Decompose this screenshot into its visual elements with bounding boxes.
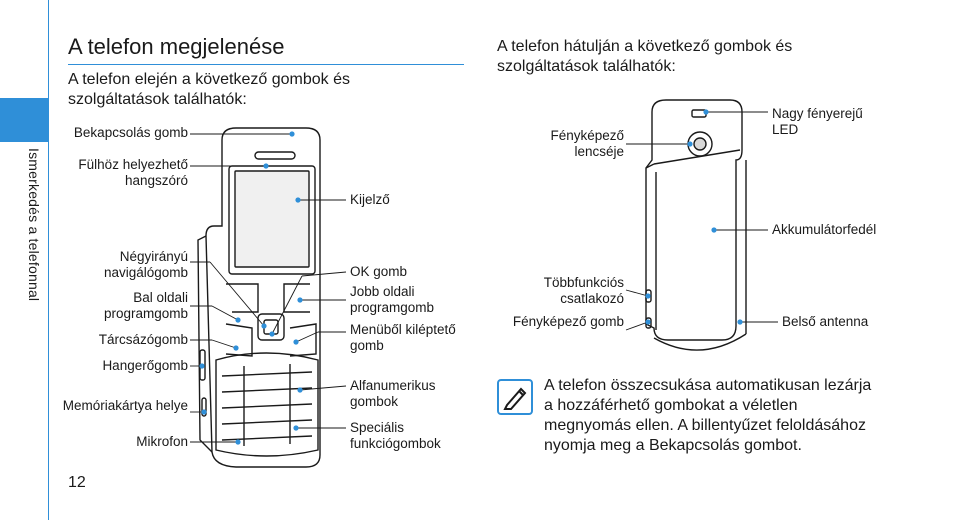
title-rule (68, 64, 464, 65)
page-number: 12 (68, 474, 86, 491)
front-leader-lines (190, 131, 347, 445)
label-camera-lens: Fényképező lencséje (550, 128, 624, 159)
label-internal-antenna: Belső antenna (782, 314, 869, 329)
label-special-function-keys: Speciális funkciógombok (350, 420, 441, 451)
page-title: A telefon megjelenése (68, 34, 285, 59)
note-text: A telefon összecsukása automatikusan lez… (544, 377, 872, 454)
label-alphanumeric-keys: Alfanumerikus gombok (350, 378, 436, 409)
label-power-button: Bekapcsolás gomb (73, 125, 188, 140)
label-left-softkey: Bal oldali programgomb (103, 290, 188, 321)
section-label: Ismerkedés a telefonnal (26, 148, 42, 302)
label-nav-key: Négyirányú navigálógomb (103, 249, 188, 280)
label-microphone: Mikrofon (136, 434, 188, 449)
rear-intro: A telefon hátulján a következő gombok és… (497, 38, 793, 75)
label-dial-key: Tárcsázógomb (98, 332, 188, 347)
note-pencil-icon (497, 379, 533, 415)
label-volume-key: Hangerőgomb (102, 358, 188, 373)
rear-phone-illustration (645, 99, 747, 351)
label-flash-led: Nagy fényerejű LED (772, 106, 863, 137)
label-end-key: Menüből kiléptető gomb (350, 322, 456, 353)
label-camera-key: Fényképező gomb (512, 314, 624, 329)
label-right-softkey: Jobb oldali programgomb (350, 284, 435, 315)
front-intro: A telefon elején a következő gombok és s… (68, 71, 350, 108)
label-ok-key: OK gomb (350, 264, 408, 279)
label-memory-card-slot: Memóriakártya helye (62, 398, 188, 413)
rear-leader-lines (625, 109, 778, 331)
sidebar-accent-block (0, 98, 48, 142)
front-phone-illustration (197, 127, 321, 468)
label-battery-cover: Akkumulátorfedél (772, 222, 877, 237)
sidebar-rule (48, 0, 49, 520)
label-display: Kijelző (350, 192, 390, 207)
label-earpiece: Fülhöz helyezhető hangszóró (78, 157, 188, 188)
label-multifunction-jack: Többfunkciós csatlakozó (543, 275, 624, 306)
